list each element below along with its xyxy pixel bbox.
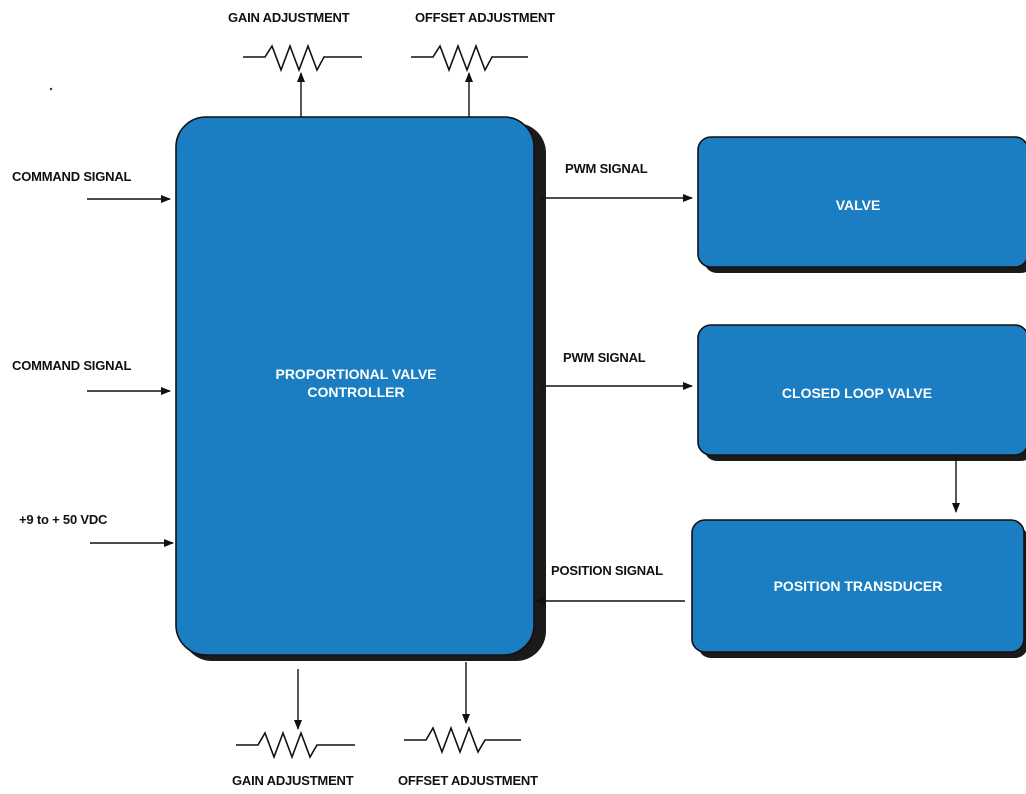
controller-label-line2: CONTROLLER: [307, 384, 404, 400]
bottom-gain-resistor-icon[interactable]: [236, 730, 355, 760]
top-gain-adjustment-label: GAIN ADJUSTMENT: [228, 10, 350, 25]
top-gain-resistor-icon[interactable]: [243, 43, 362, 73]
power-supply-label: +9 to + 50 VDC: [19, 512, 108, 527]
valve-block: VALVE: [697, 136, 1026, 273]
command-signal-1-label: COMMAND SIGNAL: [12, 169, 132, 184]
closed-loop-valve-label: CLOSED LOOP VALVE: [782, 385, 932, 401]
pwm-signal-1-label: PWM SIGNAL: [565, 161, 648, 176]
position-signal-label: POSITION SIGNAL: [551, 563, 663, 578]
position-transducer-block: POSITION TRANSDUCER: [691, 519, 1026, 658]
bottom-offset-adjustment-label: OFFSET ADJUSTMENT: [398, 773, 538, 788]
closed-loop-valve-block: CLOSED LOOP VALVE: [697, 324, 1026, 461]
top-offset-adjustment-label: OFFSET ADJUSTMENT: [415, 10, 555, 25]
controller-label-line1: PROPORTIONAL VALVE: [275, 366, 436, 382]
bottom-gain-adjustment-label: GAIN ADJUSTMENT: [232, 773, 354, 788]
command-signal-2-label: COMMAND SIGNAL: [12, 358, 132, 373]
controller-body: [175, 116, 535, 656]
pwm-signal-2-label: PWM SIGNAL: [563, 350, 646, 365]
controller-block: PROPORTIONAL VALVE CONTROLLER: [175, 116, 546, 661]
position-transducer-label: POSITION TRANSDUCER: [774, 578, 943, 594]
top-offset-resistor-icon[interactable]: [411, 43, 528, 73]
stray-dot: [49, 87, 53, 91]
valve-label: VALVE: [836, 197, 881, 213]
bottom-offset-resistor-icon[interactable]: [404, 725, 521, 755]
